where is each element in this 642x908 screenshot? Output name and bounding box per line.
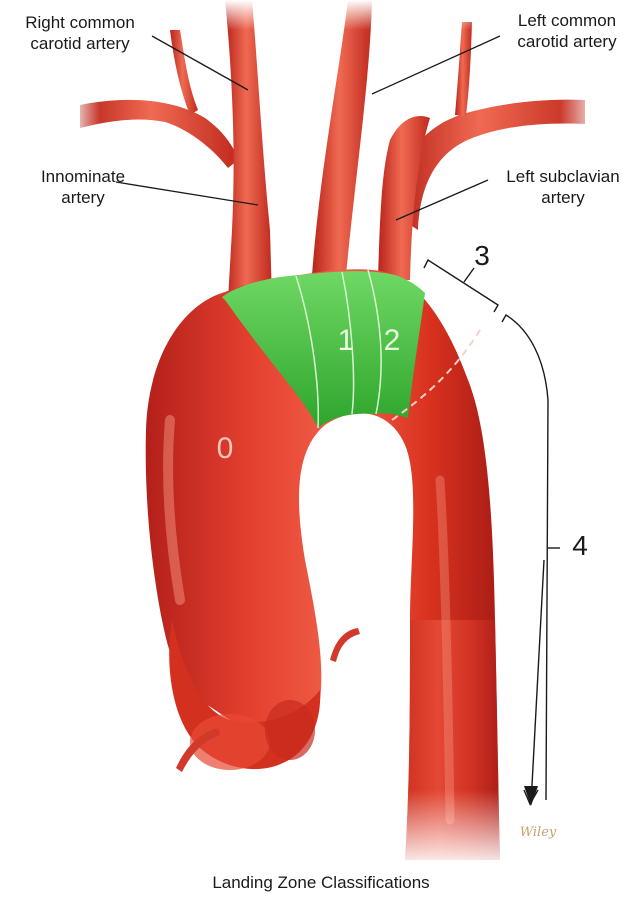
leader-left-common-carotid	[372, 36, 500, 94]
zone-2-label: 2	[378, 324, 406, 358]
label-right-common-carotid: Right common carotid artery	[0, 12, 160, 54]
artist-signature: Wiley	[508, 822, 568, 843]
zone-4-label: 4	[566, 530, 594, 562]
zone-0-label: 0	[210, 432, 240, 466]
zone-1-label: 1	[332, 324, 360, 358]
label-left-subclavian: Left subclavian artery	[488, 166, 638, 208]
label-left-common-carotid: Left common carotid artery	[492, 10, 642, 52]
zone-4-bracket	[502, 315, 548, 800]
label-innominate: Innominate artery	[18, 166, 148, 208]
zone-3-label: 3	[468, 240, 496, 272]
left-common-carotid-vessel	[312, 0, 372, 275]
figure-caption: Landing Zone Classifications	[0, 873, 642, 893]
bottom-fade	[380, 790, 520, 870]
